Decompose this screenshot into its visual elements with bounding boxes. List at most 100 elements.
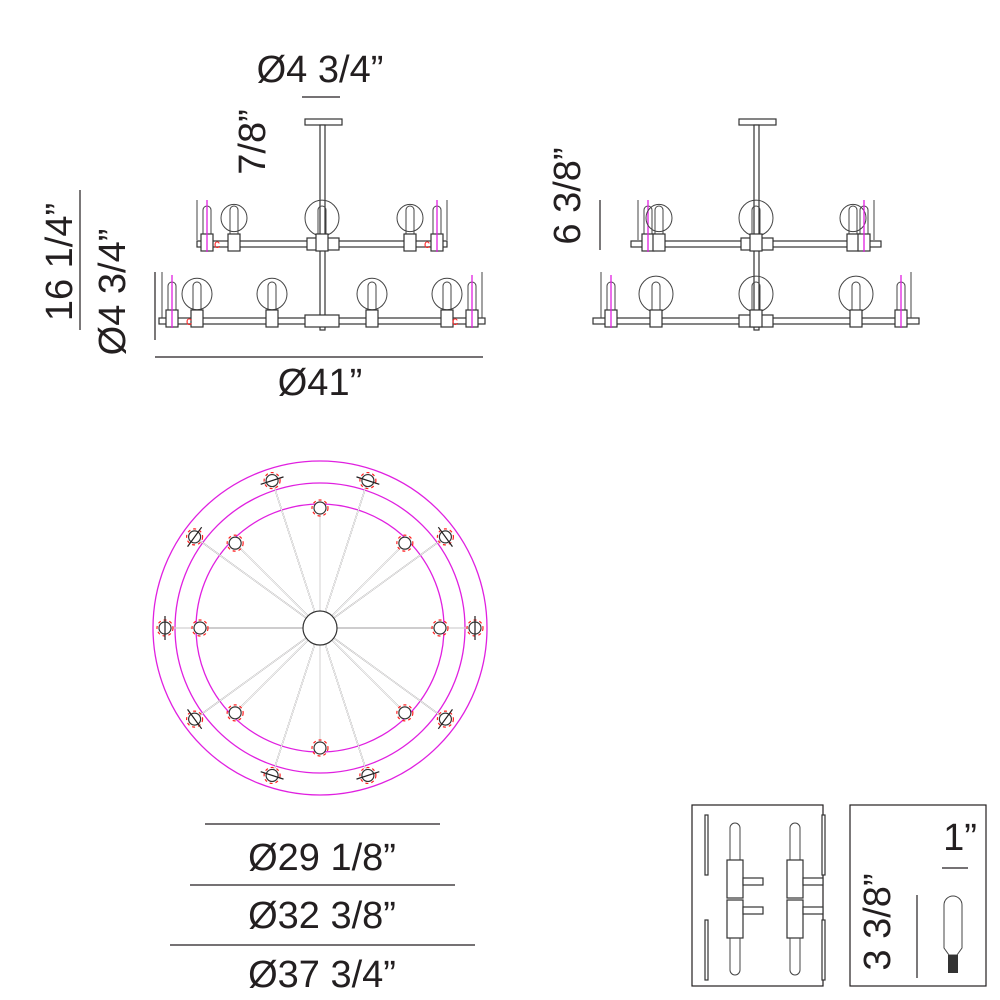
socket-top [228, 706, 242, 720]
socket-top [398, 536, 412, 550]
red-marker [359, 471, 377, 490]
arm-highlight [333, 536, 446, 619]
bulb [651, 281, 661, 311]
socket [749, 233, 763, 252]
shade-plate [821, 919, 826, 981]
arm-highlight [331, 542, 406, 617]
canopy-diameter-label: Ø4 3/4” [257, 49, 384, 91]
side-view: 6 3/8” [547, 118, 920, 331]
socket [365, 309, 379, 328]
red-marker [226, 704, 244, 722]
bulb [851, 281, 861, 311]
socket [652, 233, 666, 252]
red-marker [263, 766, 281, 785]
arm-highlight [333, 637, 446, 720]
glass-globe [396, 203, 424, 233]
bulb [789, 938, 801, 976]
arm-stub [742, 877, 764, 886]
red-marker [436, 528, 454, 546]
shade-plate [704, 814, 709, 876]
glass-globe [356, 277, 388, 311]
detail-frame [691, 804, 824, 987]
socket-detail [691, 804, 826, 987]
red-marker [311, 499, 329, 517]
chandelier-top-drawing [152, 460, 488, 796]
bulb [729, 938, 741, 976]
arm-highlight [234, 639, 309, 714]
bulb-height-label: 3 3/8” [857, 873, 899, 970]
arm-stub [802, 906, 824, 915]
socket [849, 309, 863, 328]
socket-top [313, 741, 327, 755]
bulb [729, 822, 741, 860]
shade-plate [260, 771, 284, 780]
shade-plate [704, 919, 709, 981]
shade-plate [187, 526, 203, 547]
chandelier-side-drawing [592, 118, 920, 331]
red-marker [226, 534, 244, 552]
socket-top [433, 621, 447, 635]
arm-highlight [234, 542, 309, 617]
stem [753, 124, 760, 331]
bulb-icon [943, 895, 963, 973]
glass-globe [256, 277, 288, 311]
red-marker [431, 619, 449, 637]
arm-stub [742, 906, 764, 915]
red-marker [436, 710, 454, 728]
top-view: Ø29 1/8” Ø32 3/8” Ø37 3/4” [152, 460, 488, 996]
arm-highlight [324, 644, 369, 776]
arm-highlight [271, 480, 316, 612]
bulb [317, 205, 327, 235]
detail-frame [849, 804, 987, 987]
shade-plate [260, 476, 284, 485]
socket [846, 233, 860, 252]
socket [726, 859, 744, 899]
arm-highlight [194, 536, 307, 619]
glass-globe [645, 203, 673, 233]
bulb [751, 281, 761, 311]
canopy [304, 118, 343, 126]
red-marker: c [214, 237, 220, 251]
bulb [267, 281, 277, 311]
diameter-ring [152, 460, 488, 796]
red-marker: c [186, 314, 192, 328]
socket [786, 859, 804, 899]
shade-plate [437, 709, 453, 730]
shade-plate [821, 814, 826, 876]
center-hub [302, 610, 338, 646]
shade-plate [356, 476, 380, 485]
tier-height-label: 6 3/8” [547, 147, 589, 244]
stem [319, 124, 326, 331]
bulb [751, 205, 761, 235]
bulb [405, 205, 415, 235]
glass-globe [220, 203, 248, 233]
socket [440, 309, 454, 328]
outer-diameter-label: Ø37 3/4” [248, 954, 396, 996]
red-marker [396, 534, 414, 552]
socket [403, 233, 417, 252]
shade-plate [187, 709, 203, 730]
red-marker [186, 710, 204, 728]
middle-diameter-label: Ø32 3/8” [248, 895, 396, 937]
bulb [367, 281, 377, 311]
arm-stub [802, 877, 824, 886]
shade-plate [437, 526, 453, 547]
bulb [848, 205, 858, 235]
socket [190, 309, 204, 328]
socket [649, 309, 663, 328]
overall-diameter-label: Ø41” [278, 362, 362, 404]
socket [726, 899, 744, 939]
bulb [229, 205, 239, 235]
glass-globe [181, 277, 213, 311]
bulb [654, 205, 664, 235]
red-marker: c [452, 314, 458, 328]
bulb [442, 281, 452, 311]
socket [786, 899, 804, 939]
canopy [738, 118, 777, 126]
inner-diameter-label: Ø29 1/8” [248, 837, 396, 879]
red-marker [359, 766, 377, 785]
arm-highlight [271, 644, 316, 776]
canopy-height-label: 7/8” [232, 109, 274, 174]
arm-highlight [194, 637, 307, 720]
